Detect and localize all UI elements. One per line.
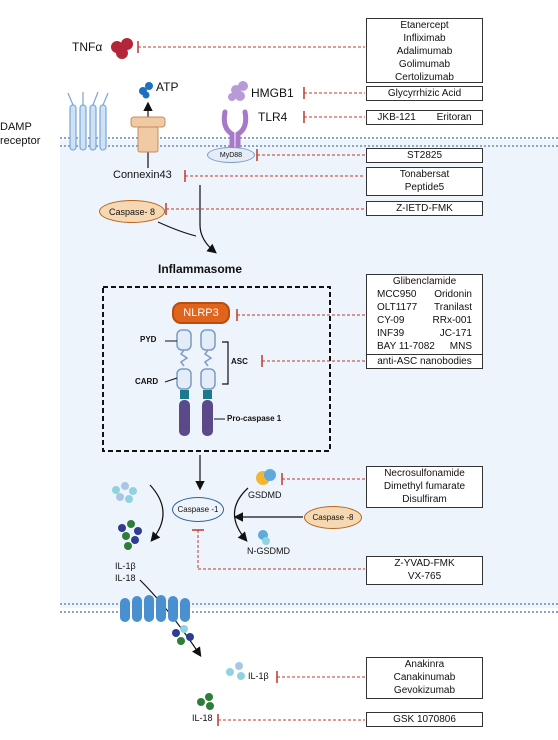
drug-item: Certolizumab: [395, 72, 454, 83]
nlrp3-complex-icon: [176, 329, 216, 390]
drug-item: MCC950: [377, 289, 417, 300]
drug-item: Dimethyl fumarate: [383, 481, 466, 492]
released-cytokine-dots-icon: [172, 625, 194, 645]
gsdmd-label: GSDMD: [248, 490, 282, 500]
drug-item: CY-09: [377, 315, 405, 326]
drug-item: Glibenclamide: [392, 276, 457, 287]
caspase8-inhibitor-box: Z-IETD-FMK: [366, 201, 483, 216]
drug-item: Oridonin: [434, 289, 472, 300]
drug-item: JKB-121: [377, 112, 416, 123]
il1b-outside-icon: [226, 662, 245, 680]
pro-cytokine-dots-icon: [112, 482, 137, 503]
tlr4-label: TLR4: [258, 110, 288, 124]
drug-item: Etanercept: [400, 20, 449, 31]
gsdmd-pore-icon: [120, 595, 190, 622]
drug-item: anti-ASC nanobodies: [377, 356, 472, 367]
procaspase-right-icon: [202, 400, 213, 436]
drug-item: Z-IETD-FMK: [396, 203, 453, 214]
il1b-outside-label: IL-1β: [248, 671, 269, 681]
inflammasome-box: [102, 286, 331, 452]
connexin-inhibitors-box: Tonabersat Peptide5: [366, 167, 483, 196]
drug-item: Anakinra: [404, 659, 445, 670]
drug-item: Peptide5: [404, 182, 445, 193]
drug-item: GSK 1070806: [393, 714, 456, 725]
damp-receptor-icon: [67, 91, 109, 151]
hmgb1-inhibitor-box: Glycyrrhizic Acid: [366, 86, 483, 101]
drug-item: Eritoran: [436, 112, 472, 123]
drug-item: Infliximab: [403, 33, 446, 44]
asc-inhibitor-box: anti-ASC nanobodies: [366, 354, 483, 369]
caspase8-bottom-oval: Caspase -8: [304, 506, 362, 529]
procaspase1-label: Pro-caspase 1: [227, 414, 282, 423]
drug-item: Canakinumab: [393, 672, 456, 683]
il18-inhibitor-box: GSK 1070806: [366, 712, 483, 727]
myd88-label: MyD88: [219, 151, 243, 159]
pyd-label: PYD: [140, 335, 157, 344]
drug-item: Golimumab: [398, 59, 451, 70]
nlrp3-label: NLRP3: [183, 307, 219, 319]
membrane-outer-line: [60, 137, 558, 139]
connexin43-channel-icon: [130, 116, 166, 153]
nlrp3-badge: NLRP3: [172, 302, 230, 324]
il18-outside-label: IL-18: [192, 713, 213, 723]
myd88-inhibitor-box: ST2825: [366, 148, 483, 163]
hmgb1-molecule-icon: [228, 81, 248, 101]
caspase8-top-oval: Caspase- 8: [99, 200, 165, 223]
drug-item: INF39: [377, 328, 405, 339]
asc-label: ASC: [231, 357, 248, 366]
drug-item: Tranilast: [434, 302, 472, 313]
drug-item: Necrosulfonamide: [384, 468, 465, 479]
tlr4-inhibitors-box: JKB-121 Eritoran: [366, 110, 483, 125]
il18-outside-icon: [197, 693, 214, 710]
caspase1-oval: Caspase -1: [172, 497, 224, 522]
drug-item: JC-171: [439, 328, 472, 339]
caspase8-bottom-label: Caspase -8: [312, 513, 354, 522]
drug-item: OLT1177: [377, 302, 418, 313]
membrane2-outer-line: [60, 603, 558, 605]
drug-item: Tonabersat: [399, 169, 450, 180]
gsdmd-inhibitors-box: Necrosulfonamide Dimethyl fumarate Disul…: [366, 466, 483, 508]
tlr4-receptor-icon: [221, 109, 249, 153]
tnfa-label: TNFα: [72, 40, 103, 54]
atp-label: ATP: [156, 80, 179, 94]
tnfa-molecule-icon: [111, 38, 133, 59]
mature-cytokine-dots-icon: [118, 520, 142, 550]
damp-receptor-label: DAMP receptor: [0, 121, 41, 147]
caspase1-label: Caspase -1: [177, 505, 219, 514]
connexin43-label: Connexin43: [113, 169, 172, 181]
caspase8-top-label: Caspase- 8: [108, 206, 156, 217]
caspase1-inhibitors-box: Z-YVAD-FMK VX-765: [366, 556, 483, 585]
nlrp3-inhibitors-box: Glibenclamide MCC950 Oridonin OLT1177 Tran…: [366, 274, 483, 355]
tnf-inhibitors-box: Etanercept Infliximab Adalimumab Golimum…: [366, 18, 483, 83]
il1b-inhibitors-box: Anakinra Canakinumab Gevokizumab: [366, 657, 483, 699]
drug-item: VX-765: [407, 571, 442, 582]
card-label: CARD: [135, 377, 159, 386]
n-gsdmd-label: N-GSDMD: [247, 546, 290, 556]
drug-item: BAY 11-7082: [377, 341, 435, 352]
drug-item: MNS: [449, 341, 472, 352]
procaspase-left-icon: [179, 400, 190, 436]
membrane-inner-line: [60, 145, 558, 147]
drug-item: Z-YVAD-FMK: [394, 558, 455, 569]
inflammasome-title: Inflammasome: [158, 262, 243, 276]
atp-molecule-icon: [139, 82, 153, 99]
il18-inside-label: IL-18: [115, 573, 136, 583]
n-gsdmd-icon: [258, 530, 270, 545]
drug-item: Disulfiram: [402, 494, 447, 505]
drug-item: Glycyrrhizic Acid: [387, 88, 462, 99]
drug-item: RRx-001: [432, 315, 472, 326]
membrane2-inner-line: [60, 611, 558, 613]
myd88-oval: MyD88: [207, 147, 255, 163]
drug-item: ST2825: [406, 150, 443, 161]
hmgb1-label: HMGB1: [251, 86, 294, 100]
il1b-inside-label: IL-1β: [115, 561, 136, 571]
gsdmd-protein-icon: [256, 469, 276, 485]
drug-item: Gevokizumab: [393, 685, 456, 696]
drug-item: Adalimumab: [396, 46, 453, 57]
